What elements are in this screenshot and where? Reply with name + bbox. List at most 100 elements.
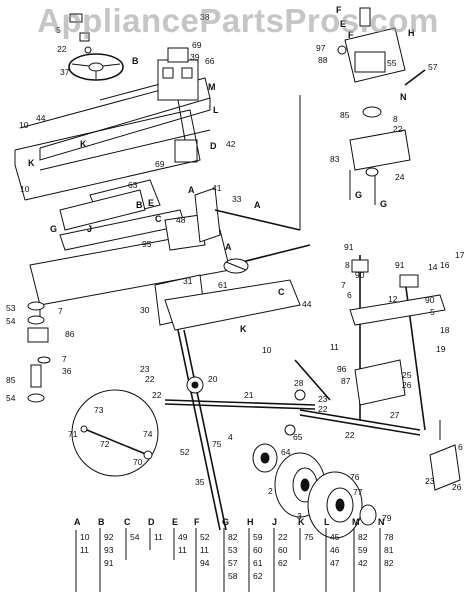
label-8-b: 8 xyxy=(345,260,350,270)
spacer-stack-left[interactable] xyxy=(27,301,51,403)
hw-key-letter-c: C xyxy=(124,517,131,527)
label-26-b: 26 xyxy=(452,482,462,492)
label-10-c: 10 xyxy=(262,345,272,355)
label-54: 54 xyxy=(6,316,16,326)
hw-key-part: 61 xyxy=(253,558,263,568)
label-83: 83 xyxy=(330,154,340,164)
label-27: 27 xyxy=(390,410,400,420)
bracket-48[interactable] xyxy=(164,214,206,251)
label-90-b: 90 xyxy=(425,295,435,305)
spindle-right[interactable] xyxy=(429,420,461,491)
label-74: 74 xyxy=(143,429,153,439)
hw-key-letter-g: G xyxy=(222,517,229,527)
hw-key-letter-e: E xyxy=(172,517,178,527)
label-90: 90 xyxy=(355,270,365,280)
label-j: J xyxy=(87,224,92,234)
label-22-b: 22 xyxy=(393,124,403,134)
label-69: 69 xyxy=(192,40,202,50)
label-72: 72 xyxy=(100,439,110,449)
label-23-c: 23 xyxy=(425,476,435,486)
label-10: 10 xyxy=(19,120,29,130)
column-support[interactable] xyxy=(157,47,199,101)
hw-key-letter-f: F xyxy=(194,517,200,527)
steering-wheel[interactable] xyxy=(68,53,124,81)
column-bracket[interactable] xyxy=(174,139,198,163)
label-14: 14 xyxy=(428,262,438,272)
hw-key-letter-k: K xyxy=(298,517,305,527)
hw-key-part: 54 xyxy=(130,532,140,542)
sector-bracket[interactable] xyxy=(154,274,301,331)
hw-key-letter-h: H xyxy=(247,517,254,527)
hw-key-part: 75 xyxy=(304,532,314,542)
steering-shaft-35[interactable] xyxy=(177,329,227,531)
label-e: E xyxy=(148,198,154,208)
drag-link-a[interactable] xyxy=(214,95,311,266)
hw-key-part: 94 xyxy=(200,558,210,568)
tie-rod-detail-inset xyxy=(71,389,159,477)
label-44: 44 xyxy=(36,113,46,123)
label-21: 21 xyxy=(244,390,254,400)
label-73: 73 xyxy=(94,405,104,415)
label-88: 88 xyxy=(318,55,328,65)
hw-key-part: 58 xyxy=(228,571,238,581)
label-22: 22 xyxy=(57,44,67,54)
hw-key-part: 59 xyxy=(253,532,263,542)
label-52: 52 xyxy=(180,447,190,457)
label-e-2: E xyxy=(340,19,346,29)
label-k: K xyxy=(28,158,35,168)
seat-bracket-h[interactable] xyxy=(337,7,406,83)
spring-61[interactable] xyxy=(223,258,249,274)
label-66: 66 xyxy=(205,56,215,66)
front-wheel-right[interactable] xyxy=(307,471,363,539)
wheel-hub-64[interactable] xyxy=(252,443,278,473)
pivot-bracket-24[interactable] xyxy=(349,106,411,205)
label-54-b: 54 xyxy=(6,393,16,403)
hw-key-part: 45 xyxy=(330,532,340,542)
label-42: 42 xyxy=(226,139,236,149)
hub-cap-79[interactable] xyxy=(359,504,377,526)
hw-key-part: 60 xyxy=(278,545,288,555)
hw-key-part: 53 xyxy=(228,545,238,555)
label-33: 33 xyxy=(232,194,242,204)
hw-key-part: 46 xyxy=(330,545,340,555)
label-k-2: K xyxy=(80,139,87,149)
drag-link-27[interactable] xyxy=(299,409,421,436)
label-g-2: G xyxy=(355,190,362,200)
label-16: 16 xyxy=(440,260,450,270)
label-38: 38 xyxy=(200,12,210,22)
frame-rail-upper xyxy=(14,109,211,201)
label-h: H xyxy=(408,28,415,38)
pivot-41[interactable] xyxy=(194,187,221,243)
hw-key-letter-b: B xyxy=(98,517,105,527)
spindle-28[interactable] xyxy=(294,359,331,401)
bearing-65[interactable] xyxy=(284,424,296,436)
steering-arm-assembly[interactable] xyxy=(349,255,446,431)
hw-key-letter-m: M xyxy=(352,517,360,527)
label-7-c: 7 xyxy=(62,354,67,364)
hardware-key xyxy=(75,528,381,592)
label-a-2: A xyxy=(254,200,261,210)
label-61: 61 xyxy=(218,280,228,290)
bolt-57[interactable] xyxy=(404,69,426,86)
label-8: 8 xyxy=(393,114,398,124)
label-a-3: A xyxy=(225,242,232,252)
label-87: 87 xyxy=(341,376,351,386)
label-86: 86 xyxy=(65,329,75,339)
label-57: 57 xyxy=(428,62,438,72)
label-a: A xyxy=(188,185,195,195)
label-79: 79 xyxy=(382,513,392,523)
label-70: 70 xyxy=(133,457,143,467)
label-c-2: C xyxy=(278,287,285,297)
mounting-plate-c[interactable] xyxy=(59,189,146,231)
pinion-gear-20[interactable] xyxy=(186,376,204,394)
label-91-b: 91 xyxy=(395,260,405,270)
hw-key-part: 42 xyxy=(358,558,368,568)
label-12: 12 xyxy=(388,294,398,304)
label-n: N xyxy=(400,92,407,102)
tie-rod-21[interactable] xyxy=(164,399,316,410)
label-65: 65 xyxy=(293,432,303,442)
steering-cap[interactable] xyxy=(69,13,92,54)
label-53: 53 xyxy=(6,303,16,313)
column-link xyxy=(177,99,186,141)
